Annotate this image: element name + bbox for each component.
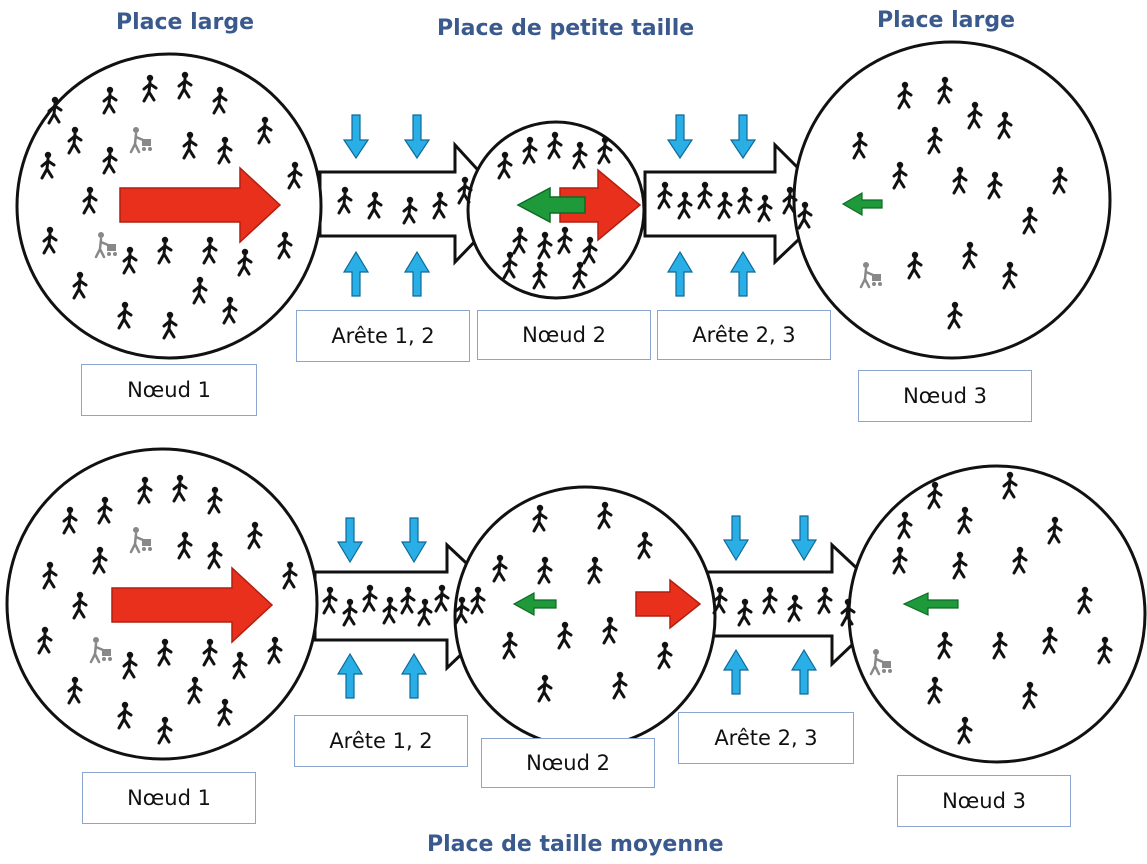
flow-arrow-node2 [559, 168, 642, 242]
node-3-label-bottom: Nœud 3 [897, 775, 1071, 827]
flow-arrow-node2-bottom [635, 578, 702, 630]
node-2-label-bottom: Nœud 2 [481, 738, 655, 788]
side-arrows-edge23-bottom [722, 515, 818, 695]
title-top-left: Place large [116, 10, 255, 35]
bottom-row [5, 447, 1147, 764]
edge-1-2-label: Arête 1, 2 [296, 310, 470, 362]
flow-arrow-node1 [119, 166, 282, 244]
counter-arrow-node3-bottom [902, 592, 959, 616]
flow-arrow-node1-bottom [111, 566, 274, 644]
node-1-label: Nœud 1 [81, 364, 257, 416]
side-arrows-edge12 [342, 114, 431, 297]
node-2-label: Nœud 2 [477, 310, 651, 360]
side-arrows-edge23 [666, 114, 757, 297]
counter-arrow-node2 [516, 186, 586, 224]
node-1-label-bottom: Nœud 1 [82, 772, 256, 824]
counter-arrow-node3 [841, 191, 883, 217]
top-row [15, 40, 1112, 360]
title-top-center: Place de petite taille [437, 16, 695, 41]
node-3-circle-bottom [847, 464, 1147, 764]
edge-1-2-label-bottom: Arête 1, 2 [294, 715, 468, 767]
counter-arrow-node2-bottom [512, 591, 557, 617]
side-arrows-edge12-bottom [336, 517, 428, 699]
node-3-label: Nœud 3 [858, 370, 1032, 422]
title-top-right: Place large [877, 8, 1016, 33]
edge-2-3-label: Arête 2, 3 [657, 310, 831, 360]
title-bottom-center: Place de taille moyenne [427, 832, 724, 857]
edge-2-3-label-bottom: Arête 2, 3 [678, 712, 854, 764]
